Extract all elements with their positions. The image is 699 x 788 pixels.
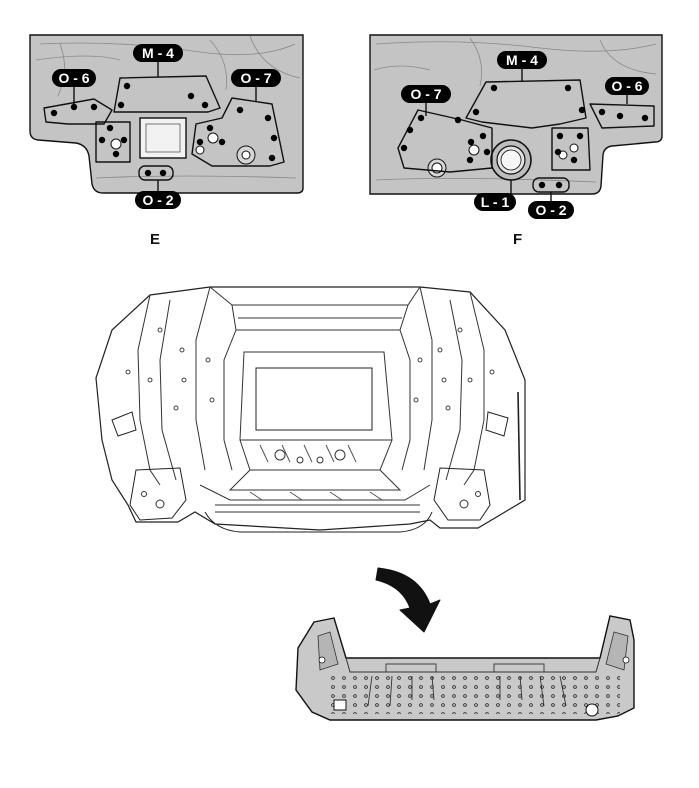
- label-l1-f: L - 1: [474, 193, 516, 211]
- panel-f-contours: [373, 37, 657, 183]
- svg-text:M - 4: M - 4: [506, 52, 538, 68]
- detail-view-f: M - 4 O - 7 O - 6 L - 1 O - 2 F: [369, 34, 663, 248]
- label-o2-f: O - 2: [528, 201, 574, 219]
- weld-group-m4-e: [113, 60, 221, 113]
- panel-e-opening: [139, 117, 187, 159]
- panel-e-contours: [35, 35, 301, 179]
- label-o6-f: O - 6: [605, 77, 649, 95]
- svg-text:M - 4: M - 4: [142, 45, 174, 61]
- weld-group-o6-f: [589, 94, 655, 129]
- svg-text:O - 7: O - 7: [410, 86, 441, 102]
- weld-group-right-lower-f: [551, 127, 591, 171]
- rear-panel-part: [295, 615, 635, 721]
- weld-group-o6-e: [43, 86, 113, 125]
- label-m4-f: M - 4: [497, 51, 547, 69]
- weld-group-o2-e: [138, 165, 174, 192]
- weld-group-m4-f: [465, 68, 587, 129]
- label-o6-e: O - 6: [52, 69, 96, 87]
- label-o2-e: O - 2: [135, 191, 181, 209]
- svg-text:O - 6: O - 6: [611, 78, 642, 94]
- view-letter-e: E: [150, 231, 160, 248]
- svg-text:O - 6: O - 6: [58, 70, 89, 86]
- label-o7-f: O - 7: [401, 85, 451, 103]
- rear-panel-round-hole: [585, 703, 599, 717]
- body-outline: [95, 286, 526, 531]
- svg-text:O - 7: O - 7: [240, 70, 271, 86]
- weld-group-o7-e: [191, 86, 285, 167]
- svg-text:O - 2: O - 2: [142, 192, 173, 208]
- view-letter-f: F: [513, 231, 522, 248]
- rear-panel-square-hole: [333, 699, 347, 711]
- svg-text:L - 1: L - 1: [481, 194, 510, 210]
- detail-view-e: O - 6 M - 4 O - 7 O - 2 E: [29, 34, 304, 248]
- boss-l1-f: [490, 139, 532, 194]
- weld-group-left-lower-e: [95, 121, 131, 163]
- curved-down-arrow-icon: [375, 567, 441, 633]
- vehicle-rear-body: [95, 286, 526, 533]
- weld-group-o2-f: [532, 177, 570, 201]
- label-m4-e: M - 4: [133, 44, 183, 62]
- svg-text:O - 2: O - 2: [535, 202, 566, 218]
- weld-group-o7-f: [397, 103, 493, 173]
- label-o7-e: O - 7: [231, 69, 281, 87]
- rear-window-opening: [255, 367, 373, 431]
